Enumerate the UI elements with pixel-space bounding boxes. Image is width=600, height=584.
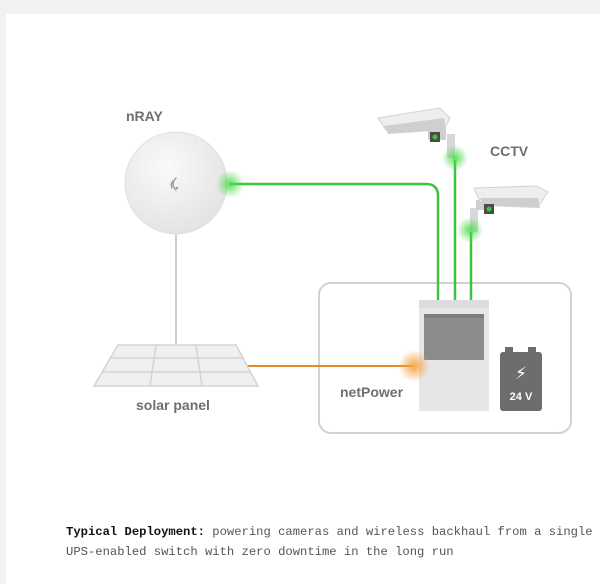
enclosure-outline xyxy=(318,282,572,434)
solar-panel xyxy=(92,344,260,387)
nray-label: nRAY xyxy=(126,108,163,124)
battery-bolt-icon: ⚡ xyxy=(515,364,527,384)
deployment-caption: Typical Deployment: powering cameras and… xyxy=(66,522,596,562)
cctv-camera-1 xyxy=(377,107,455,158)
diagram-card xyxy=(6,14,600,584)
cctv-1-port-glow xyxy=(442,145,468,171)
cctv-2-port-glow xyxy=(457,217,483,243)
nray-antenna xyxy=(124,131,228,235)
nray-port-glow xyxy=(216,170,244,198)
nray-ethernet-cable xyxy=(230,182,440,300)
battery xyxy=(500,347,542,411)
netpower-switch xyxy=(419,300,489,411)
battery-voltage-label: 24 V xyxy=(509,391,533,403)
wireless-icon xyxy=(170,177,179,191)
caption-lead: Typical Deployment: xyxy=(66,525,205,539)
solar-panel-label: solar panel xyxy=(136,397,210,413)
netpower-label: netPower xyxy=(340,384,404,400)
cctv-label: CCTV xyxy=(490,143,529,159)
caption-text: powering cameras and wireless backhaul f… xyxy=(66,525,593,559)
netpower-power-port-glow xyxy=(398,350,430,382)
